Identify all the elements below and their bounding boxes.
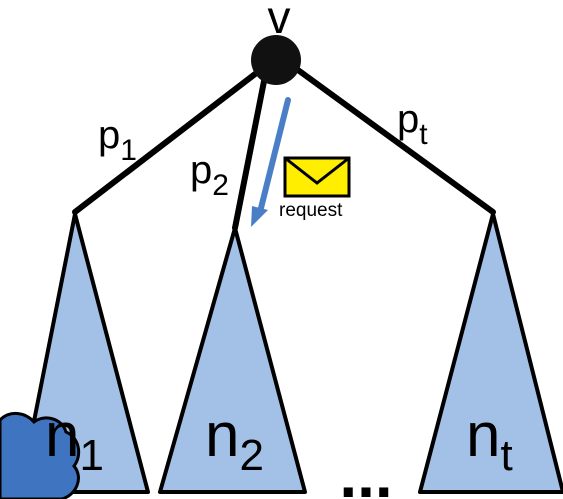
subtree-n2 (158, 226, 307, 494)
subtree-label-nt: nt (466, 401, 513, 480)
ellipsis-label: ... (339, 439, 392, 499)
edge-pt (284, 59, 496, 215)
subtree-label-n2: n2 (205, 401, 264, 480)
envelope-icon (283, 156, 351, 198)
edge-label-p2: p2 (190, 148, 229, 202)
edge-label-pt: pt (397, 97, 428, 151)
subtree-label-n1: n1 (45, 401, 104, 480)
cloud-shape (0, 412, 81, 499)
arrow-down-icon (251, 97, 291, 227)
root-node (251, 35, 301, 85)
edge-p2 (232, 63, 270, 231)
edge-label-p1: p1 (98, 113, 137, 167)
subtree-nt (418, 212, 563, 494)
request-label: request (279, 200, 343, 221)
root-node-label: v (268, 0, 291, 43)
edge-p1 (72, 55, 279, 215)
